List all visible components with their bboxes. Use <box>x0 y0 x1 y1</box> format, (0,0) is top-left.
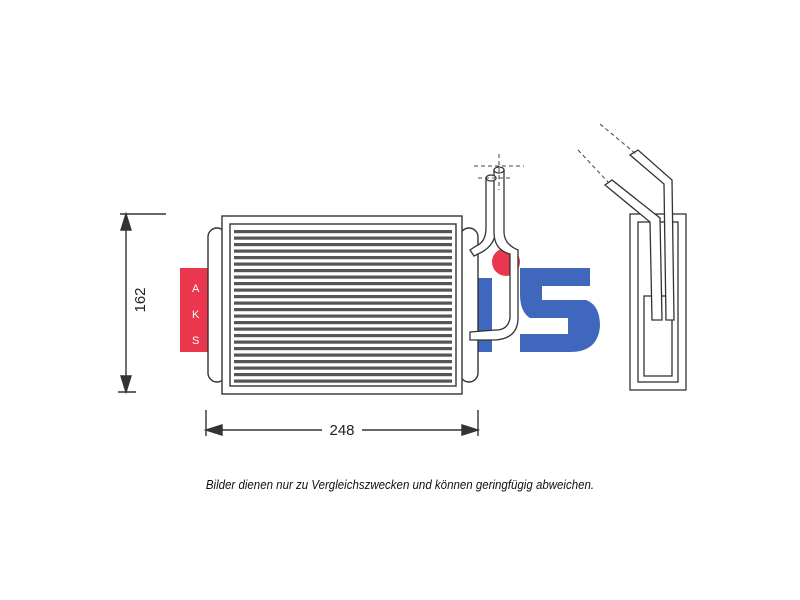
fin-row <box>234 236 452 240</box>
watermark-letter-s: S <box>192 335 199 347</box>
fin-row <box>234 288 452 292</box>
height-dimension-label: 162 <box>132 287 149 312</box>
radiator-fins <box>234 230 452 383</box>
fin-row <box>234 301 452 305</box>
fin-row <box>234 249 452 253</box>
pipe-centerlines <box>474 154 524 190</box>
fin-row <box>234 327 452 331</box>
heater-core-front-view <box>207 215 479 395</box>
fin-row <box>234 295 452 299</box>
fin-row <box>234 262 452 266</box>
fin-row <box>234 340 452 344</box>
watermark-letter-k: K <box>192 309 200 321</box>
fin-row <box>234 360 452 364</box>
fin-row <box>234 314 452 318</box>
fin-row <box>234 353 452 357</box>
fin-row <box>234 282 452 286</box>
fin-row <box>234 366 452 370</box>
watermark-letter-a: A <box>192 283 200 295</box>
width-dimension <box>203 410 481 436</box>
fin-row <box>234 334 452 338</box>
fin-row <box>234 347 452 351</box>
fin-row <box>234 256 452 260</box>
fin-row <box>234 230 452 234</box>
fin-row <box>234 379 452 383</box>
heater-core-side-view <box>603 149 687 391</box>
fin-row <box>234 275 452 279</box>
width-dimension-label: 248 <box>329 422 354 439</box>
height-dimension <box>118 211 166 395</box>
fin-row <box>234 243 452 247</box>
side-view-centerlines <box>577 123 637 183</box>
fin-row <box>234 373 452 377</box>
inlet-outlet-pipes <box>469 166 519 341</box>
fin-row <box>234 308 452 312</box>
disclaimer-caption: Bilder dienen nur zu Vergleichszwecken u… <box>205 478 595 492</box>
fin-row <box>234 269 452 273</box>
fin-row <box>234 321 452 325</box>
